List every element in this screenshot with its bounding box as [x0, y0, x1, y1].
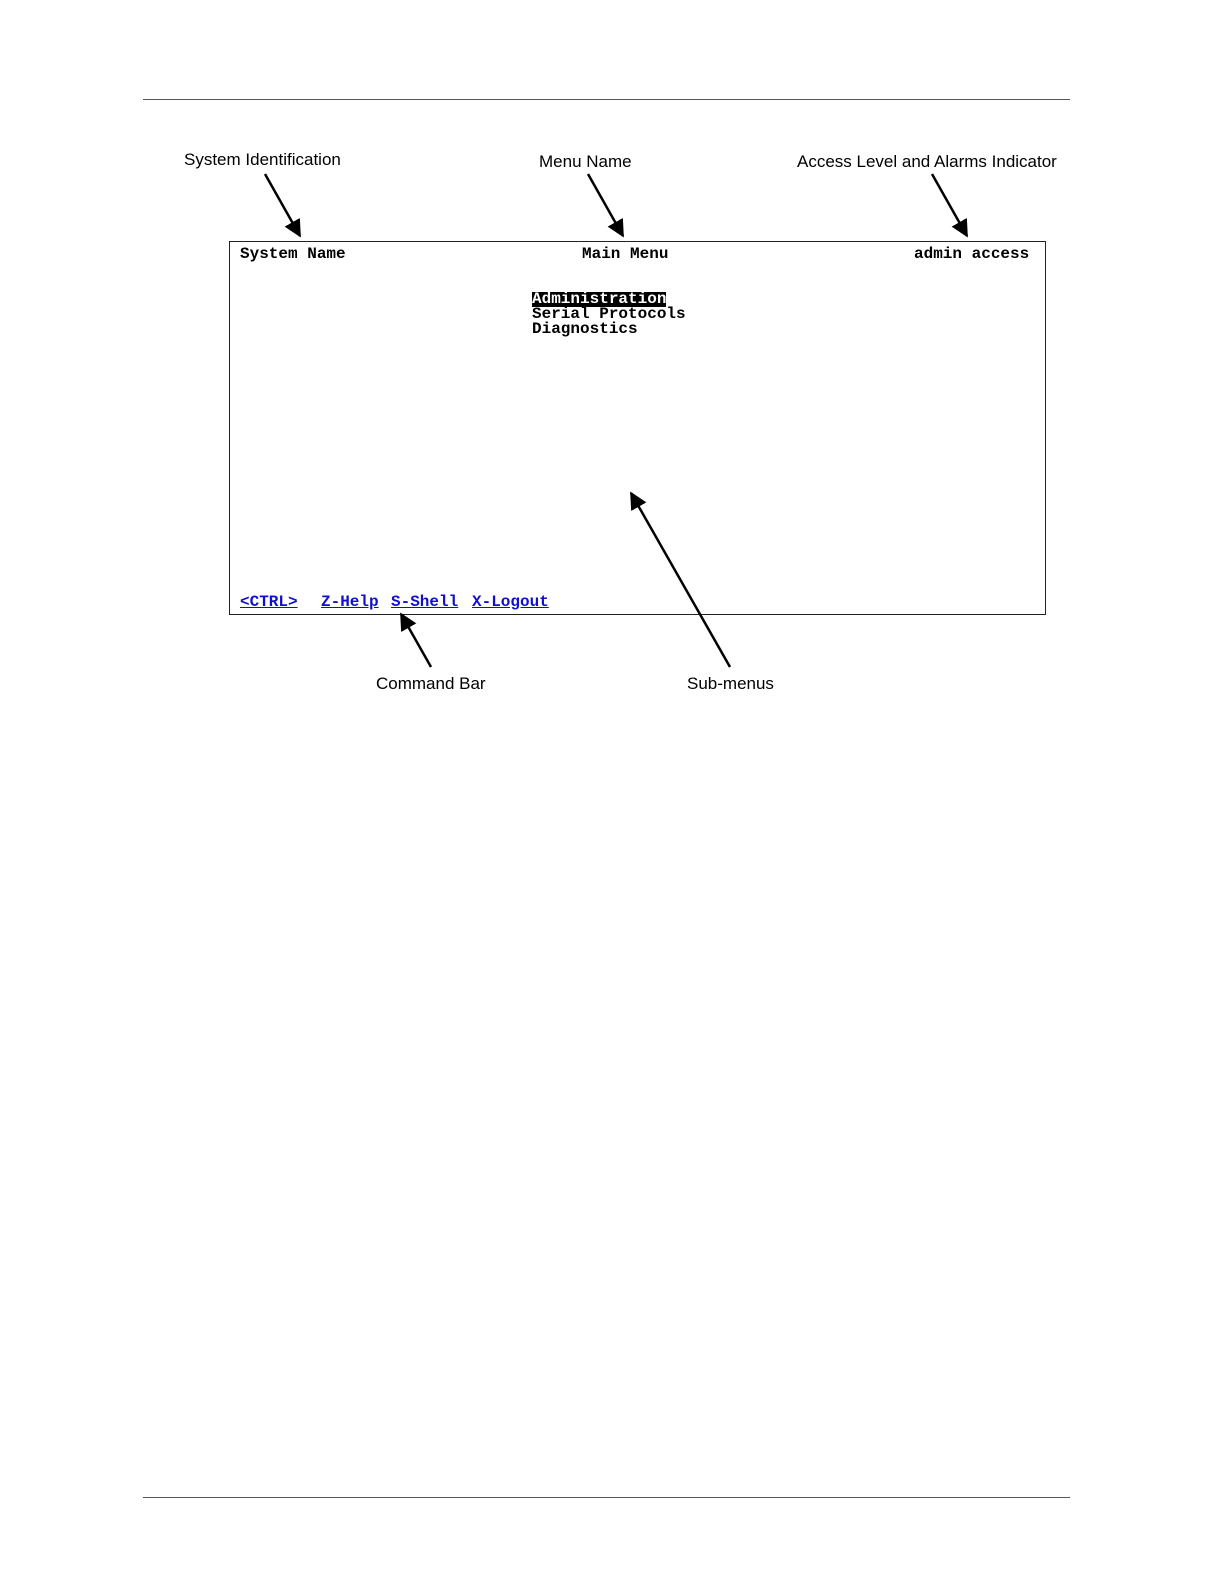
callout-menu-name: Menu Name [539, 152, 632, 172]
shell-command[interactable]: S-Shell [391, 593, 458, 611]
callout-access-level: Access Level and Alarms Indicator [797, 152, 1057, 172]
terminal-screen: System Name Main Menu admin access Admin… [229, 241, 1046, 615]
callout-sub-menus: Sub-menus [687, 674, 774, 694]
ctrl-key-label: <CTRL> [240, 593, 298, 611]
system-name: System Name [240, 247, 346, 262]
logout-command[interactable]: X-Logout [472, 593, 549, 611]
arrow-command-bar [401, 614, 431, 667]
callout-command-bar: Command Bar [376, 674, 486, 694]
access-level: admin access [914, 247, 1029, 262]
menu-item-diagnostics[interactable]: Diagnostics [532, 322, 638, 337]
menu-title: Main Menu [582, 247, 668, 262]
arrow-access-level [932, 174, 967, 236]
help-command[interactable]: Z-Help [321, 593, 379, 611]
arrow-system-identification [265, 174, 300, 236]
callout-system-identification: System Identification [184, 150, 341, 170]
footer-rule [143, 1497, 1070, 1498]
header-rule [143, 99, 1070, 100]
arrow-menu-name [588, 174, 623, 236]
